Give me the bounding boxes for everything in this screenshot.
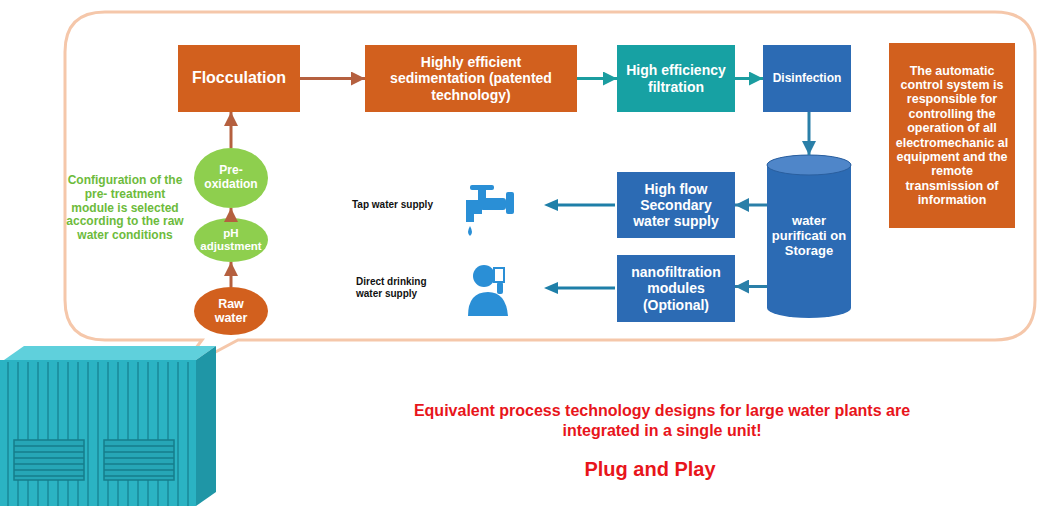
text-area: Disinfection xyxy=(763,45,851,112)
process-box: High efficiency filtration xyxy=(617,45,735,112)
cylinder-body xyxy=(767,155,851,318)
node-text: High efficiency filtration xyxy=(625,62,727,94)
callout-outline xyxy=(65,12,1035,372)
pretreatment-ellipse: pH adjustment xyxy=(194,218,268,262)
supply-arrows xyxy=(544,199,615,294)
flow-arrow xyxy=(230,112,233,148)
container-illustration xyxy=(0,346,216,506)
node-text: Disinfection xyxy=(773,72,842,86)
process-box: nanofiltration modules (Optional) xyxy=(617,255,735,322)
node-text: nanofiltration modules (Optional) xyxy=(621,264,731,312)
cylinder-top xyxy=(767,155,851,175)
ellipse-shape xyxy=(194,218,268,262)
text-area: Flocculation xyxy=(178,45,300,112)
flow-arrow xyxy=(735,204,767,207)
text-area: water purificati on Storage xyxy=(767,155,851,318)
node-text: The automatic control system is responsi… xyxy=(895,64,1009,208)
node-text: High flow Secondary water supply xyxy=(623,181,729,229)
note-text: Configuration of the pre- treatment modu… xyxy=(64,174,186,243)
storage-tank: water purificati on Storage xyxy=(767,155,851,318)
container-louvers xyxy=(14,440,174,480)
flow-arrow xyxy=(735,77,763,80)
pretreatment-ellipse: Pre- oxidation xyxy=(194,148,268,208)
flow-arrow xyxy=(808,112,811,155)
text-area: The automatic control system is responsi… xyxy=(889,43,1015,228)
flow-arrow xyxy=(577,77,617,80)
text-area: High flow Secondary water supply xyxy=(617,172,735,238)
text-area: nanofiltration modules (Optional) xyxy=(617,255,735,322)
container-front xyxy=(0,360,196,506)
flow-arrow xyxy=(300,77,365,80)
source-ellipse: Raw water xyxy=(194,287,268,335)
node-text: Raw water xyxy=(202,297,260,326)
ellipse-shape xyxy=(194,148,268,208)
flow-arrow xyxy=(230,208,233,218)
flow-arrow xyxy=(230,262,233,287)
slogan-text: Equivalent process technology designs fo… xyxy=(382,401,942,441)
node-text: water purificati on Storage xyxy=(771,214,847,259)
process-box: Highly efficient sedimentation (patented… xyxy=(365,45,577,112)
container-top xyxy=(4,346,216,360)
ellipse-shape xyxy=(194,287,268,335)
node-text: pH adjustment xyxy=(198,227,264,253)
faucet-icon xyxy=(466,185,514,236)
text-area: pH adjustment xyxy=(194,218,268,262)
node-text: Highly efficient sedimentation (patented… xyxy=(387,54,555,102)
container-side xyxy=(196,346,216,506)
node-text: Flocculation xyxy=(192,69,286,87)
drinking-person-icon xyxy=(468,265,508,316)
supply-label: Direct drinking water supply xyxy=(356,276,440,300)
slogan-text: Plug and Play xyxy=(500,457,800,481)
text-area: High efficiency filtration xyxy=(617,45,735,112)
text-area: Highly efficient sedimentation (patented… xyxy=(365,45,577,112)
note-box: The automatic control system is responsi… xyxy=(889,43,1015,228)
supply-label: Tap water supply xyxy=(352,199,462,211)
process-box: High flow Secondary water supply xyxy=(617,172,735,238)
container-ribs xyxy=(8,362,188,506)
process-box: Disinfection xyxy=(763,45,851,112)
text-area: Raw water xyxy=(194,287,268,335)
flow-arrow xyxy=(735,285,767,288)
process-box: Flocculation xyxy=(178,45,300,112)
node-text: Pre- oxidation xyxy=(198,164,264,192)
text-area: Pre- oxidation xyxy=(194,148,268,208)
